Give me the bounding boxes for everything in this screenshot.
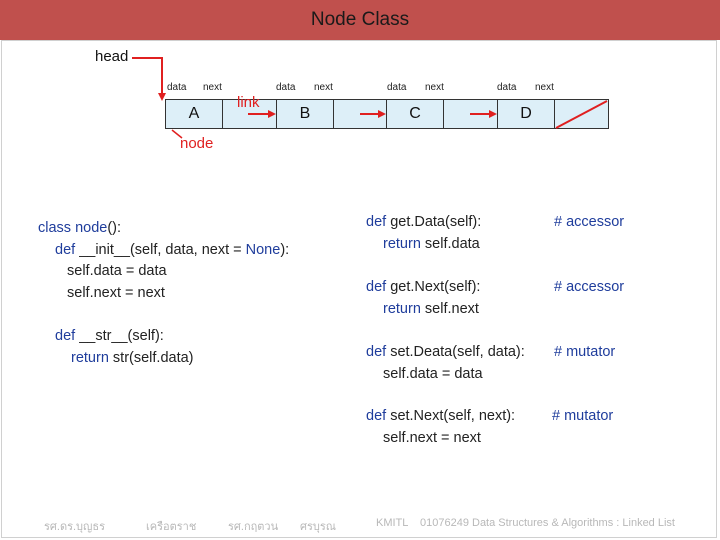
code-text: ): <box>280 241 290 258</box>
code-getdata-return: return self.data <box>383 234 480 256</box>
code-keyword: def <box>366 214 391 230</box>
node-label: node <box>180 135 214 152</box>
code-comment: # mutator <box>552 408 614 424</box>
node-data-value: C <box>409 105 421 122</box>
field-header-data-a: data <box>167 82 187 93</box>
slide-title: Node Class <box>310 9 410 30</box>
field-header-next-d: next <box>535 82 554 93</box>
node-data-value: D <box>520 105 532 122</box>
field-header-next-c: next <box>425 82 444 93</box>
code-comment: # accessor <box>554 214 625 230</box>
code-text: (): <box>107 220 122 236</box>
code-setdata-body: self.data = data <box>383 365 483 382</box>
node-outline-line <box>171 129 183 139</box>
code-keyword: def <box>55 328 80 344</box>
field-header-data-b: data <box>276 82 296 93</box>
field-header-data-d: data <box>497 82 517 93</box>
slide-title-bar: Node Class <box>0 0 720 40</box>
code-class-name: node <box>75 220 108 236</box>
code-keyword: class <box>38 220 76 236</box>
code-text: get.Next(self): <box>390 279 481 295</box>
code-keyword: return <box>383 300 425 317</box>
null-pointer-slash <box>555 100 608 129</box>
head-pointer-arrow <box>132 57 166 101</box>
code-text: self.data <box>424 235 480 252</box>
code-getdata-def: def get.Data(self): <box>366 212 481 234</box>
code-setnext-body: self.next = next <box>383 429 481 446</box>
node-data-value: B <box>299 105 311 122</box>
node-divider <box>333 100 334 128</box>
footer-author-1: รศ.ดร.บุญธร <box>44 521 106 533</box>
footer-course: 01076249 Data Structures & Algorithms : … <box>420 517 675 529</box>
code-text: str(self.data) <box>112 349 194 366</box>
code-setnext-def: def set.Next(self, next): <box>366 406 515 428</box>
node-divider <box>443 100 444 128</box>
footer-org: KMITL <box>376 517 409 529</box>
code-text: __init__(self, data, next = <box>79 241 246 258</box>
code-keyword: def <box>366 279 391 295</box>
field-header-next-a: next <box>203 82 222 93</box>
code-keyword: def <box>55 241 80 258</box>
code-init-line: def __init__(self, data, next = None): <box>55 240 289 262</box>
list-node-d: D <box>497 99 609 129</box>
slide-frame <box>1 40 717 538</box>
code-text: self.next <box>424 300 479 317</box>
code-comment: # accessor <box>554 279 625 295</box>
code-keyword: return <box>383 235 425 252</box>
code-keyword: return <box>71 349 113 366</box>
code-text: __str__(self): <box>79 328 164 344</box>
field-header-data-c: data <box>387 82 407 93</box>
node-divider <box>222 100 223 128</box>
head-label: head <box>95 48 129 65</box>
code-text: get.Data(self): <box>390 214 482 230</box>
code-text: set.Deata(self, data): <box>390 344 525 360</box>
code-keyword: None <box>245 241 281 258</box>
code-self-data-line: self.data = data <box>67 263 167 279</box>
footer-author-4: ศรบุรณ <box>300 521 336 533</box>
code-getnext-return: return self.next <box>383 299 479 321</box>
code-text: set.Next(self, next): <box>390 408 516 424</box>
code-getnext-def: def get.Next(self): <box>366 277 480 299</box>
link-label: link <box>237 94 260 111</box>
field-header-next-b: next <box>314 82 333 93</box>
footer-author-3: รศ.กฤตวน <box>228 521 279 533</box>
code-setdata-def: def set.Deata(self, data): <box>366 342 525 364</box>
code-keyword: def <box>366 344 391 360</box>
footer-author-2: เครือตราช <box>146 521 197 533</box>
code-self-next-line: self.next = next <box>67 284 165 301</box>
code-comment: # mutator <box>554 344 616 360</box>
code-str-return-line: return str(self.data) <box>71 348 194 370</box>
code-keyword: def <box>366 408 391 424</box>
node-data-value: A <box>188 105 200 122</box>
code-str-line: def __str__(self): <box>55 326 164 348</box>
code-class-line: class node(): <box>38 218 121 240</box>
node-divider <box>554 100 555 128</box>
